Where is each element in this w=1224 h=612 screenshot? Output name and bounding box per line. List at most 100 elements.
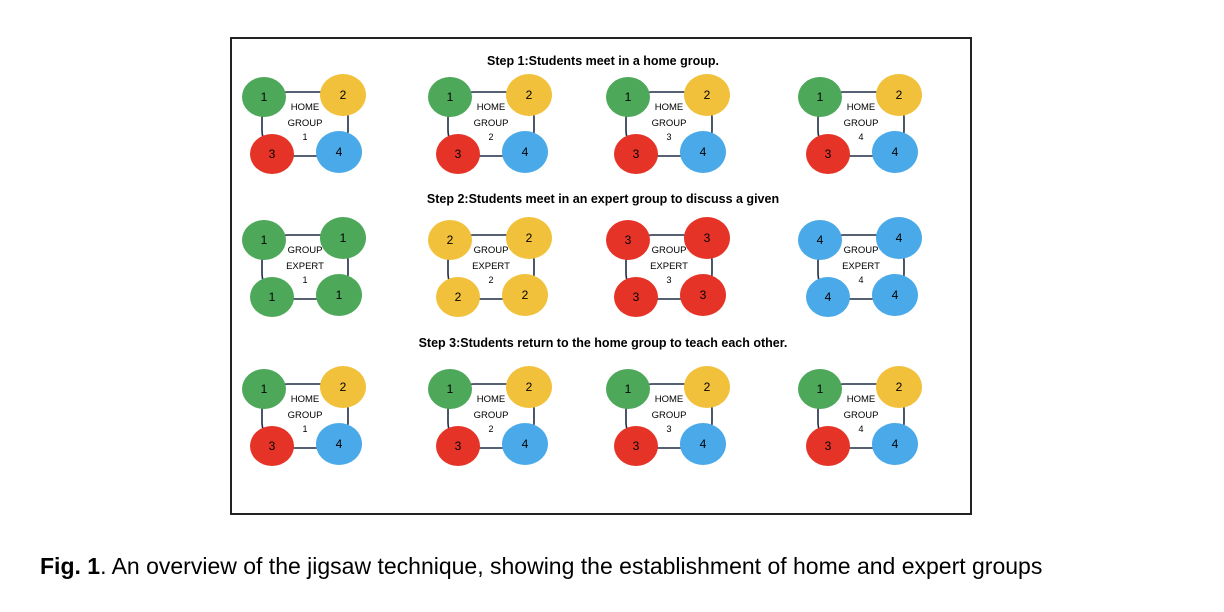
- student-circle: 3: [250, 426, 294, 466]
- group-label-line2: EXPERT: [472, 261, 510, 272]
- group-number: 1: [302, 424, 308, 434]
- student-circle: 4: [316, 131, 362, 173]
- group-label-line1: GROUP: [473, 245, 509, 256]
- ring-outline: [625, 234, 713, 300]
- group-label-line1: GROUP: [843, 245, 879, 256]
- group-label-line2: GROUP: [843, 410, 879, 421]
- ring-outline: [261, 234, 349, 300]
- student-circle: 4: [876, 217, 922, 259]
- ring-outline: [447, 234, 535, 300]
- caption-label: Fig. 1: [40, 553, 101, 579]
- student-circle: 2: [506, 366, 552, 408]
- student-circle: 2: [506, 217, 552, 259]
- figure-caption: Fig. 1. An overview of the jigsaw techni…: [40, 553, 1042, 580]
- group-label-line1: HOME: [290, 102, 320, 113]
- student-circle: 3: [684, 217, 730, 259]
- group-label-line2: GROUP: [473, 118, 509, 129]
- group-label-line2: GROUP: [843, 118, 879, 129]
- step-3-heading: Step 3:Students return to the home group…: [418, 336, 788, 350]
- group-ring: [447, 383, 535, 449]
- student-circle: 3: [806, 134, 850, 174]
- diagram-frame: Step 1:Students meet in a home group. St…: [230, 37, 972, 515]
- ring-outline: [261, 91, 349, 157]
- group-label-line1: GROUP: [287, 245, 323, 256]
- student-circle: 1: [606, 77, 650, 117]
- group-label-line2: GROUP: [651, 410, 687, 421]
- group-ring: [261, 234, 349, 300]
- group-number: 4: [858, 424, 864, 434]
- student-circle: 1: [242, 369, 286, 409]
- group-number: 2: [488, 275, 494, 285]
- ring-outline: [625, 383, 713, 449]
- ring-outline: [817, 91, 905, 157]
- group-label-line2: GROUP: [287, 410, 323, 421]
- group-label-line1: HOME: [654, 394, 684, 405]
- student-circle: 2: [502, 274, 548, 316]
- group-label-line1: HOME: [476, 102, 506, 113]
- group-label-line2: GROUP: [473, 410, 509, 421]
- group-label-line1: HOME: [654, 102, 684, 113]
- student-circle: 4: [680, 423, 726, 465]
- student-circle: 3: [614, 134, 658, 174]
- student-circle: 4: [680, 131, 726, 173]
- student-circle: 1: [250, 277, 294, 317]
- ring-outline: [261, 383, 349, 449]
- student-circle: 2: [436, 277, 480, 317]
- student-circle: 2: [506, 74, 552, 116]
- group-ring: [817, 91, 905, 157]
- student-circle: 4: [502, 131, 548, 173]
- student-circle: 3: [614, 277, 658, 317]
- student-circle: 1: [798, 369, 842, 409]
- group-label-line2: GROUP: [287, 118, 323, 129]
- group-ring: [447, 234, 535, 300]
- student-circle: 1: [316, 274, 362, 316]
- step-1-heading: Step 1:Students meet in a home group.: [487, 54, 719, 68]
- group-label-line1: HOME: [846, 394, 876, 405]
- group-number: 3: [666, 275, 672, 285]
- caption-text: . An overview of the jigsaw technique, s…: [100, 553, 1043, 579]
- group-label-line2: EXPERT: [286, 261, 324, 272]
- group-number: 4: [858, 275, 864, 285]
- student-circle: 1: [428, 77, 472, 117]
- student-circle: 2: [320, 74, 366, 116]
- group-ring: [447, 91, 535, 157]
- student-circle: 2: [320, 366, 366, 408]
- ring-outline: [625, 91, 713, 157]
- group-number: 2: [488, 132, 494, 142]
- student-circle: 1: [320, 217, 366, 259]
- student-circle: 1: [428, 369, 472, 409]
- ring-outline: [817, 234, 905, 300]
- student-circle: 1: [242, 77, 286, 117]
- student-circle: 3: [680, 274, 726, 316]
- student-circle: 4: [798, 220, 842, 260]
- group-ring: [817, 383, 905, 449]
- student-circle: 3: [436, 134, 480, 174]
- group-label-line2: EXPERT: [650, 261, 688, 272]
- group-label-line2: GROUP: [651, 118, 687, 129]
- student-circle: 4: [872, 274, 918, 316]
- group-ring: [817, 234, 905, 300]
- group-number: 3: [666, 132, 672, 142]
- group-label-line1: HOME: [290, 394, 320, 405]
- ring-outline: [817, 383, 905, 449]
- ring-outline: [447, 383, 535, 449]
- student-circle: 1: [798, 77, 842, 117]
- student-circle: 4: [872, 423, 918, 465]
- group-ring: [625, 234, 713, 300]
- group-number: 1: [302, 275, 308, 285]
- group-number: 4: [858, 132, 864, 142]
- student-circle: 2: [876, 366, 922, 408]
- student-circle: 4: [872, 131, 918, 173]
- student-circle: 2: [684, 366, 730, 408]
